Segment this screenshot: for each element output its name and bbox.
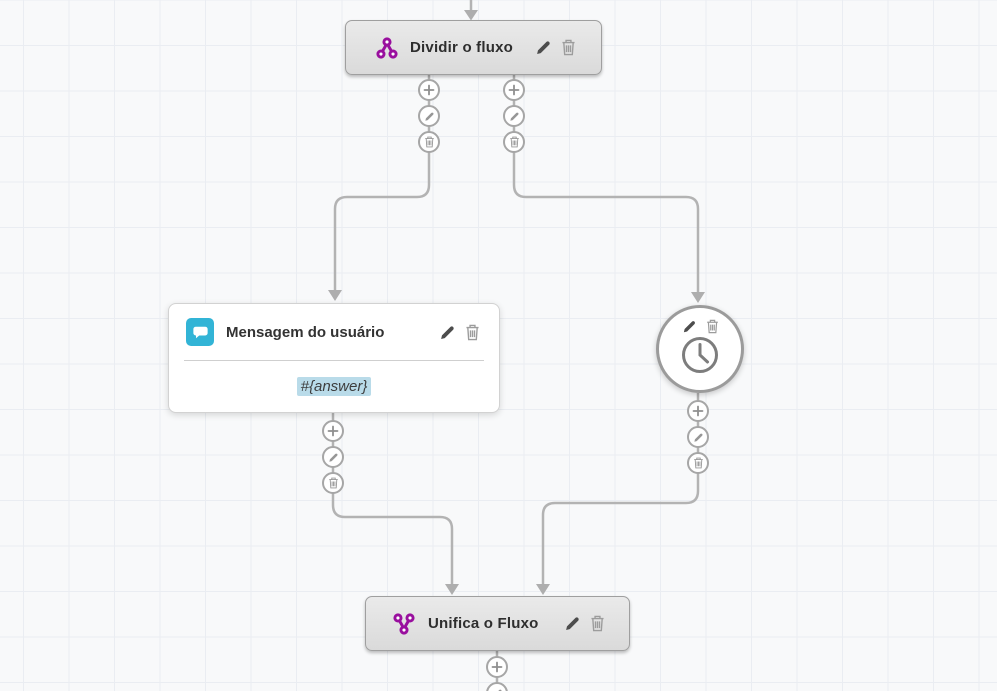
edit-connection-button[interactable] (687, 426, 709, 448)
pencil-icon (693, 433, 703, 442)
plus-icon (327, 425, 339, 437)
edit-connection-button[interactable] (503, 105, 525, 127)
plus-icon (692, 405, 704, 417)
edit-connection-button[interactable] (418, 105, 440, 127)
plus-icon (491, 661, 503, 673)
delete-node-button[interactable] (561, 39, 576, 56)
node-title: Mensagem do usuário (226, 323, 385, 341)
pencil-icon (424, 112, 434, 121)
merge-icon (393, 612, 415, 635)
delete-connection-button[interactable] (503, 131, 525, 153)
trash-icon (706, 319, 718, 334)
message-body: #{answer} (169, 361, 499, 412)
add-step-button[interactable] (687, 400, 709, 422)
edit-connection-button[interactable] (486, 682, 508, 691)
edit-node-button[interactable] (564, 615, 581, 632)
delete-connection-button[interactable] (322, 472, 344, 494)
trash-icon (693, 457, 703, 469)
split-icon (376, 36, 398, 59)
trash-icon (466, 324, 479, 340)
trash-icon (562, 39, 575, 56)
pencil-icon (328, 453, 338, 462)
node-timer[interactable] (656, 305, 744, 393)
node-title: Unifica o Fluxo (428, 615, 539, 632)
delete-node-button[interactable] (706, 319, 719, 334)
pencil-icon (441, 325, 454, 339)
pencil-icon (509, 112, 519, 121)
node-merge-flow[interactable]: Unifica o Fluxo (365, 596, 630, 651)
chat-bubble-icon (186, 318, 214, 346)
delete-node-button[interactable] (465, 324, 480, 341)
pencil-icon (683, 321, 695, 333)
trash-icon (591, 615, 604, 632)
edit-node-button[interactable] (439, 324, 456, 341)
plus-icon (508, 84, 520, 96)
pencil-icon (566, 617, 579, 630)
edit-node-button[interactable] (535, 39, 552, 56)
node-user-message[interactable]: Mensagem do usuário #{answer} (168, 303, 500, 413)
trash-icon (424, 136, 434, 148)
add-step-button[interactable] (503, 79, 525, 101)
card-divider (184, 360, 484, 361)
add-step-button[interactable] (322, 420, 344, 442)
add-step-button[interactable] (486, 656, 508, 678)
edit-node-button[interactable] (682, 319, 697, 334)
delete-connection-button[interactable] (418, 131, 440, 153)
variable-token: #{answer} (296, 377, 372, 396)
node-title: Dividir o fluxo (410, 39, 514, 56)
plus-icon (423, 84, 435, 96)
delete-connection-button[interactable] (687, 452, 709, 474)
card-header: Mensagem do usuário (169, 304, 499, 360)
trash-icon (328, 477, 338, 489)
pencil-icon (537, 41, 550, 54)
node-divide-flow[interactable]: Dividir o fluxo (345, 20, 602, 75)
pencil-icon (497, 689, 502, 691)
edit-connection-button[interactable] (322, 446, 344, 468)
clock-icon (682, 337, 718, 373)
delete-node-button[interactable] (590, 615, 605, 632)
trash-icon (509, 136, 519, 148)
add-step-button[interactable] (418, 79, 440, 101)
